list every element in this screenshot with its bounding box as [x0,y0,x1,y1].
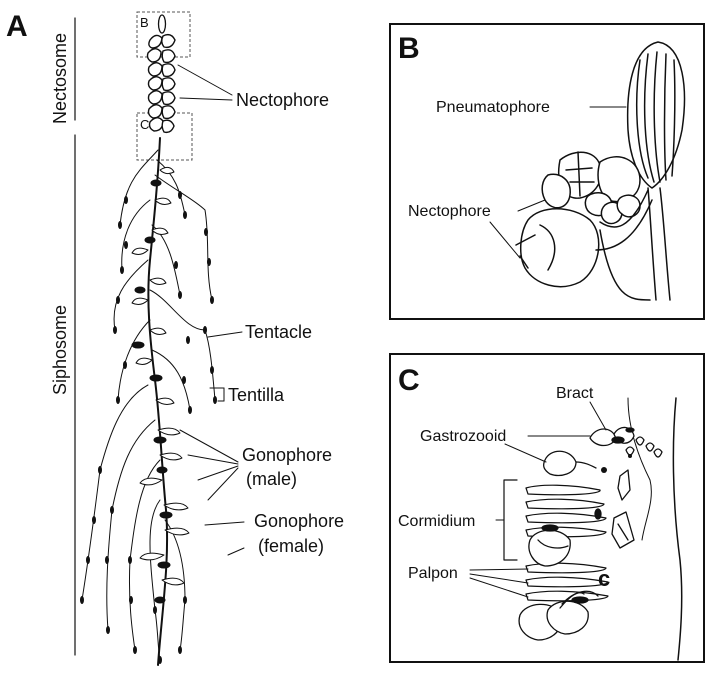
inset-box-b [136,11,191,58]
leader-nectophore-b2 [489,221,521,259]
panel-b: B [389,23,705,320]
stem-edge [672,397,683,661]
nectosome-label: Nectosome [50,33,70,124]
label-tentacle: Tentacle [245,322,312,342]
panel-b-letter: B [398,32,420,65]
label-palpon: Palpon [408,565,458,582]
cormidium-bells-drawing [518,524,599,641]
label-gonophore-female-sub: (female) [258,536,324,556]
colony-zooids [131,166,190,586]
label-bract: Bract [556,385,594,402]
inset-box-b-letter: B [140,15,149,30]
label-cormidium: Cormidium [398,513,475,530]
label-pneumatophore: Pneumatophore [436,99,550,116]
panel-a-letter: A [6,10,28,43]
colony-pneumatophore [157,14,167,34]
siphosome-label: Siphosome [50,305,70,395]
leader-palpon-3 [469,577,529,598]
colony-tentilla [80,191,217,664]
colony-tentacles [81,149,216,661]
leader-palpon-1 [469,568,529,571]
panel-a: A Nectosome Siphosome B C [6,10,344,666]
label-nectophore-a: Nectophore [236,90,329,110]
small-organs-drawing [594,454,635,549]
nectophore-cluster-drawing [515,151,653,301]
leader-bract [589,401,607,431]
gastrozooid-drawing [543,450,607,477]
bract-cluster-drawing [589,426,663,458]
colony-nectophores [146,33,176,134]
label-c-mark: c [598,566,610,591]
pneumatophore-drawing [626,41,686,301]
label-nectophore-b: Nectophore [408,203,491,220]
leader-palpon-2 [469,573,529,584]
leader-nectophore-b1 [517,199,546,212]
panel-a-leaders [177,64,245,556]
colony-dark-bracts [131,179,173,604]
label-tentilla: Tentilla [228,385,285,405]
panel-c: C [389,353,705,663]
label-gonophore-female: Gonophore [254,511,344,531]
panel-c-letter: C [398,364,420,397]
label-gonophore-male-sub: (male) [246,469,297,489]
stem-inner [627,397,652,541]
leader-gastrozooid-2 [504,443,547,463]
label-gastrozooid: Gastrozooid [420,428,506,445]
label-gonophore-male: Gonophore [242,445,332,465]
inset-box-c-letter: C [140,117,149,132]
